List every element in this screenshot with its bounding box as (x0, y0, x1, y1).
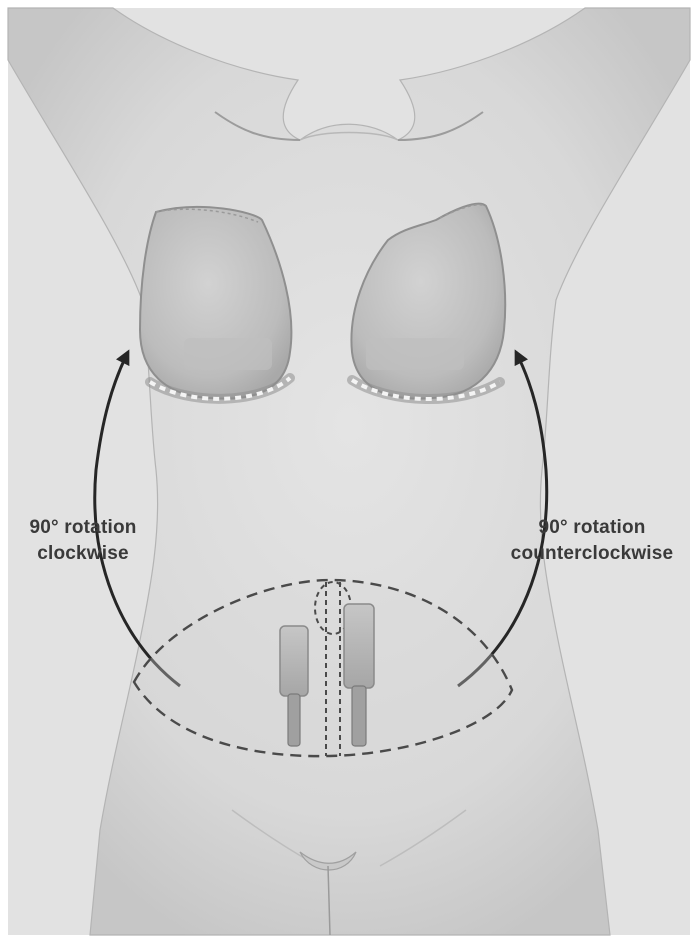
counterclockwise-rotation-label: 90° rotation counterclockwise (502, 515, 682, 567)
left-breast-flap (140, 207, 291, 399)
clockwise-label-line2: clockwise (8, 541, 158, 567)
clockwise-label-line1: 90° rotation (8, 515, 158, 541)
clockwise-rotation-label: 90° rotation clockwise (8, 515, 158, 567)
counterclockwise-label-line1: 90° rotation (502, 515, 682, 541)
counterclockwise-label-line2: counterclockwise (502, 541, 682, 567)
